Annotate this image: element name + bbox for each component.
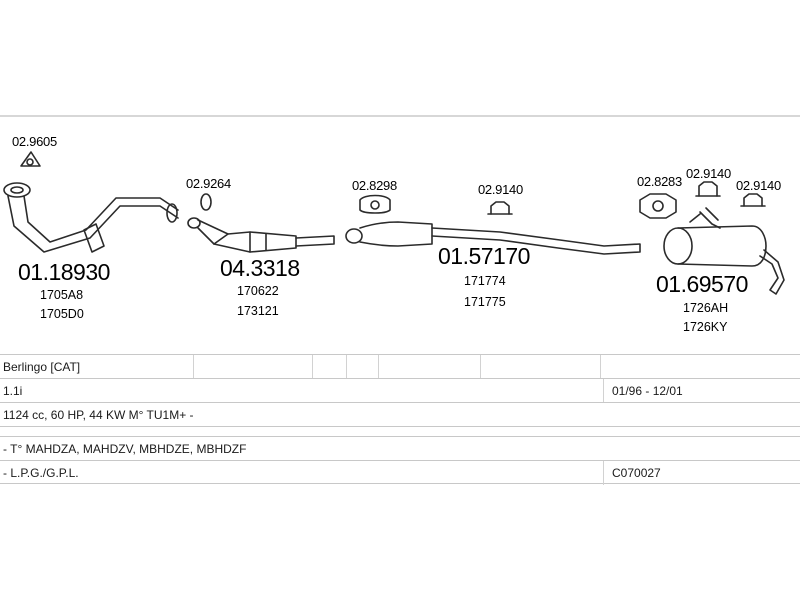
front-flange (3, 182, 31, 198)
col-sep (193, 355, 194, 379)
hanger-brackets (689, 207, 721, 229)
part3-accessory2-code: 02.9140 (478, 182, 523, 197)
part4-code[interactable]: 01.69570 (656, 271, 748, 297)
col-sep (346, 355, 347, 379)
engine-specs: 1124 cc, 60 HP, 44 KW M° TU1M+ - (3, 408, 194, 422)
part2-code[interactable]: 04.3318 (220, 255, 300, 281)
col-sep (603, 461, 604, 485)
cat-outlet-pipe (295, 235, 335, 247)
part3-code[interactable]: 01.57170 (438, 243, 530, 269)
front-pipe-upper (7, 195, 179, 253)
part4-accessory2-code: 02.9140 (686, 166, 731, 181)
rear-silencer-end (663, 227, 693, 265)
cat-body (197, 219, 297, 253)
front-pipe-part[interactable] (3, 182, 179, 253)
ring-gasket-icon[interactable] (200, 193, 212, 211)
col-sep (600, 355, 601, 379)
top-rule (0, 115, 800, 117)
flange-hole (10, 186, 24, 194)
heat-shield-icon[interactable] (639, 193, 677, 219)
rubber-hanger-3-icon[interactable] (740, 193, 766, 207)
row-gap (0, 426, 800, 436)
pipe-end-ring (166, 203, 178, 223)
triangle-gasket-icon[interactable] (20, 151, 41, 167)
col-sep (378, 355, 379, 379)
vehicle-row: Berlingo [CAT] (0, 354, 800, 379)
rubber-hanger-2-icon[interactable] (695, 181, 721, 197)
part2-accessory-code: 02.9264 (186, 176, 231, 191)
col-sep (603, 379, 604, 403)
part1-accessory-code: 02.9605 (12, 134, 57, 149)
part4-ref-2: 1726KY (683, 320, 728, 334)
part1-ref-1: 1705A8 (40, 288, 83, 302)
fuel-type: - L.P.G./G.P.L. (3, 466, 79, 480)
pipe-clamp (83, 223, 105, 253)
part4-accessory3-code: 02.9140 (736, 178, 781, 193)
cat-seams (213, 231, 267, 253)
specs-row: 1124 cc, 60 HP, 44 KW M° TU1M+ - (0, 402, 800, 426)
part4-ref-1: 1726AH (683, 301, 728, 315)
part1-code[interactable]: 01.18930 (18, 259, 110, 285)
engine-codes-row: - T° MAHDZA, MAHDZV, MBHDZE, MBHDZF (0, 436, 800, 460)
catalytic-converter-part[interactable] (187, 217, 335, 253)
front-pipe-lower (23, 195, 179, 243)
exhaust-diagram: 02.9605 01.18930 1705A8 1705D0 02.9264 0… (3, 134, 785, 334)
part1-ref-2: 1705D0 (40, 307, 84, 321)
col-sep (312, 355, 313, 379)
rear-silencer-body (677, 225, 767, 267)
part3-accessory-code: 02.8298 (352, 178, 397, 193)
part2-ref-1: 170622 (237, 284, 279, 298)
mid-inlet-ring (345, 228, 363, 244)
part3-ref-1: 171774 (464, 274, 506, 288)
rubber-hanger-icon[interactable] (487, 201, 513, 215)
part2-ref-2: 173121 (237, 304, 279, 318)
clamp-icon[interactable] (359, 194, 391, 214)
vehicle-info-table: Berlingo [CAT] 1.1i 01/96 - 12/01 1124 c… (0, 354, 800, 485)
cat-inlet-ring (187, 217, 201, 229)
date-range: 01/96 - 12/01 (612, 384, 683, 398)
engine-size: 1.1i (3, 384, 23, 398)
middle-silencer-part[interactable] (345, 221, 641, 255)
fuel-row: - L.P.G./G.P.L. C070027 (0, 460, 800, 485)
rear-silencer-part[interactable] (663, 207, 785, 295)
catalog-code: C070027 (612, 466, 661, 480)
tail-pipe (759, 249, 785, 295)
part4-accessory-code: 02.8283 (637, 174, 682, 189)
part3-ref-2: 171775 (464, 295, 506, 309)
engine-row: 1.1i 01/96 - 12/01 (0, 378, 800, 403)
tail-connecting-pipe (431, 227, 641, 255)
col-sep (480, 355, 481, 379)
engine-codes: - T° MAHDZA, MAHDZV, MBHDZE, MBHDZF (3, 442, 247, 456)
vehicle-name: Berlingo [CAT] (3, 360, 81, 374)
middle-silencer-body (359, 221, 433, 247)
